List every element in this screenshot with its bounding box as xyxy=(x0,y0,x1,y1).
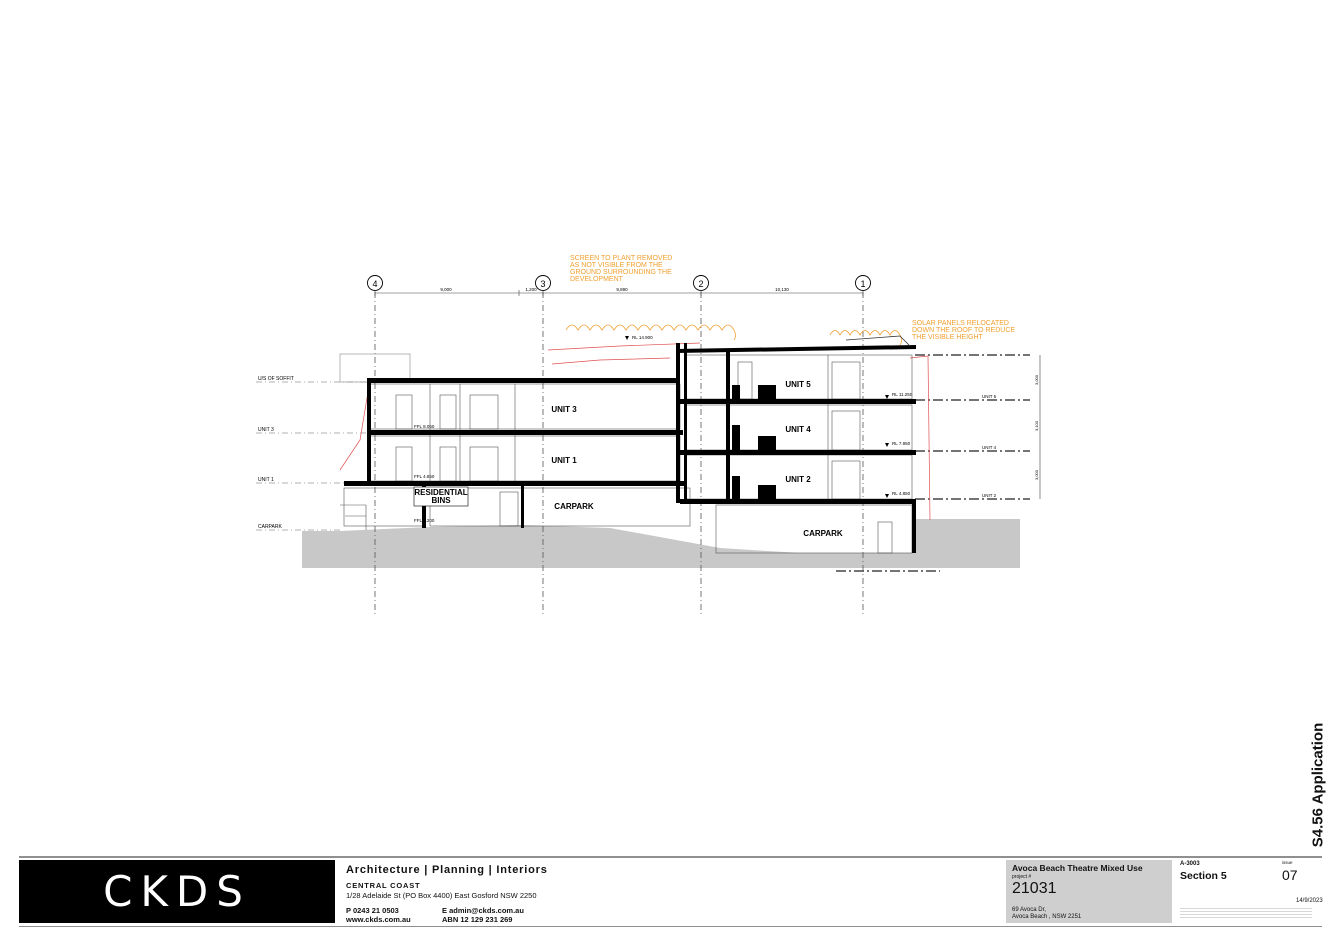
issue-date: 14/9/2023 xyxy=(1296,898,1323,904)
level-label-unit2: UNIT 2 xyxy=(982,493,997,498)
project-panel: Avoca Beach Theatre Mixed Use project # … xyxy=(1006,860,1172,923)
room-residential-bins: BINS xyxy=(431,496,451,505)
annotation-solar: THE VISIBLE HEIGHT xyxy=(912,334,984,341)
application-stamp: S4.56 Application xyxy=(1303,720,1333,850)
annotation-solar: SOLAR PANELS RELOCATED xyxy=(912,320,1009,327)
revision-clouds xyxy=(565,324,902,346)
room-unit-3: UNIT 3 xyxy=(551,405,577,414)
ffl-tag: FFL 4.850 xyxy=(414,474,435,479)
firm-logo: CKDS xyxy=(19,860,335,923)
grid-label-3: 3 xyxy=(540,279,545,289)
left-building xyxy=(339,353,691,530)
dimension-string xyxy=(374,290,864,296)
annotation-solar: DOWN THE ROOF TO REDUCE xyxy=(912,327,1015,334)
annotation-screen: SCREEN TO PLANT REMOVED xyxy=(570,255,672,262)
sheet-panel: A-3003 Section 5 issue 07 14/9/2023 xyxy=(1180,860,1325,923)
project-address: 69 Avoca Dr, xyxy=(1012,907,1046,913)
level-lines-left xyxy=(256,381,370,531)
level-label-unit4: UNIT 4 xyxy=(982,445,997,450)
rl-tag: RL 4.850 xyxy=(892,491,911,496)
room-unit-5: UNIT 5 xyxy=(785,380,811,389)
annotation-screen: AS NOT VISIBLE FROM THE xyxy=(570,262,663,269)
project-address: Avoca Beach , NSW 2251 xyxy=(1012,914,1082,920)
right-building xyxy=(676,335,916,554)
issue-label: issue xyxy=(1282,860,1293,865)
rl-tag: RL 7.950 xyxy=(892,441,911,446)
level-label-soffit: U/S OF SOFFIT xyxy=(258,376,294,382)
grid-label-2: 2 xyxy=(698,279,703,289)
annotation-screen: DEVELOPMENT xyxy=(570,276,624,283)
firm-address: 1/28 Adelaide St (PO Box 4400) East Gosf… xyxy=(346,891,537,900)
room-unit-4: UNIT 4 xyxy=(785,425,811,434)
firm-phone: P 0243 21 0503 xyxy=(346,906,399,915)
firm-office: CENTRAL COAST xyxy=(346,881,421,890)
right-dim-text: 3,000 xyxy=(1034,374,1039,385)
firm-details: Architecture | Planning | Interiors CENT… xyxy=(346,864,986,924)
room-residential-bins: RESIDENTIAL xyxy=(414,488,467,497)
level-label-carpark: CARPARK xyxy=(258,524,282,530)
project-title: Avoca Beach Theatre Mixed Use xyxy=(1012,863,1143,873)
drawing-title: Section 5 xyxy=(1180,870,1227,882)
firm-disciplines: Architecture | Planning | Interiors xyxy=(346,864,548,876)
title-block-rule-bottom xyxy=(19,926,1322,927)
ffl-tag: FFL 8.050 xyxy=(414,424,435,429)
drawing-number: A-3003 xyxy=(1180,861,1200,867)
title-block-rule-top xyxy=(19,856,1322,858)
right-dim-text: 3,000 xyxy=(1034,469,1039,480)
level-label-unit1: UNIT 1 xyxy=(258,477,274,483)
ground-fill xyxy=(302,519,1020,568)
firm-abn: ABN 12 129 231 269 xyxy=(442,915,513,924)
firm-website: www.ckds.com.au xyxy=(346,915,411,924)
rl-tag: RL 11.250 xyxy=(892,392,913,397)
room-labels xyxy=(413,378,844,538)
right-dim-text: 3,100 xyxy=(1034,420,1039,431)
stamp-text: S4.56 Application xyxy=(1309,722,1327,848)
room-unit-2: UNIT 2 xyxy=(785,475,811,484)
annotation-screen: GROUND SURROUNDING THE xyxy=(570,269,672,276)
fine-print xyxy=(1180,908,1312,909)
room-unit-1: UNIT 1 xyxy=(551,456,577,465)
dim-text: 9,890 xyxy=(616,287,628,292)
dim-text: 10,130 xyxy=(775,287,789,292)
room-carpark-right: CARPARK xyxy=(803,529,843,538)
height-envelope xyxy=(339,342,931,521)
issue-value: 07 xyxy=(1282,867,1298,883)
project-number: 21031 xyxy=(1012,880,1057,897)
grid-bubbles: 4 3 2 1 xyxy=(367,275,871,291)
level-label-unit3: UNIT 3 xyxy=(258,427,274,433)
dim-text: 1,200 xyxy=(525,287,537,292)
room-carpark-left: CARPARK xyxy=(554,502,594,511)
logo-text: CKDS xyxy=(103,867,251,916)
rl-markers xyxy=(625,336,889,498)
project-number-label: project # xyxy=(1012,874,1032,880)
grid-label-1: 1 xyxy=(860,279,865,289)
rl-tag: RL 14.900 xyxy=(632,335,653,340)
firm-email: E admin@ckds.com.au xyxy=(442,906,524,915)
grid-label-4: 4 xyxy=(372,279,377,289)
level-label-unit5: UNIT 5 xyxy=(982,394,997,399)
level-lines-right xyxy=(836,354,1030,572)
dim-text: 9,000 xyxy=(440,287,452,292)
